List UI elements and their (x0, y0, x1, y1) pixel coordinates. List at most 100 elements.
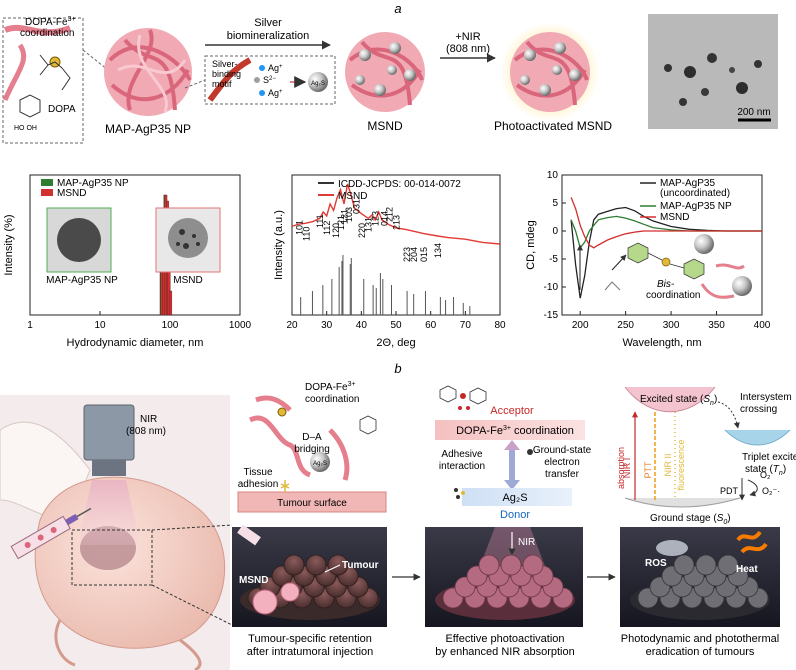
caption-3-line1: Photodynamic and photothermal (621, 633, 779, 645)
electron-transfer-mechanism: Acceptor DOPA-Fe3+ coordination Adhesive… (435, 385, 592, 521)
xrd-x-tick-label: 20 (286, 320, 298, 331)
gs-line3: transfer (545, 469, 580, 480)
msnd-cluster-icon (280, 582, 300, 602)
xrd-peak-label: 014 (379, 211, 389, 226)
acceptor-coord-label: DOPA-Fe3+ coordination (456, 425, 574, 437)
ag-ion-icon (259, 90, 265, 96)
dls-legend-swatch-np (41, 179, 53, 186)
transfer-arrow-down (504, 480, 520, 490)
arrow2-line2: (808 nm) (446, 43, 490, 55)
xrd-peak-label: 031 (352, 199, 362, 214)
ground-label: Ground stage (S0) (650, 513, 731, 526)
ag2s-small-label: Ag₂S (313, 461, 327, 467)
xrd-peak-label: 121 (339, 209, 349, 224)
arrow1-line2: biomineralization (227, 30, 310, 42)
mouse-tail (179, 638, 202, 670)
triplet-line2: state (Tn) (745, 464, 786, 477)
cd-legend-3: MSND (660, 212, 689, 223)
cd-x-tick-label: 350 (708, 320, 725, 331)
o2-conversion-arrow (747, 479, 758, 497)
caption-3-line2: eradication of tumours (646, 646, 755, 658)
msnd-label: MSND (367, 119, 403, 133)
xrd-x-tick-label: 70 (460, 320, 472, 331)
xrd-peak-label: 101 (294, 220, 304, 235)
ag2s-particle-icon (308, 72, 328, 92)
motif-line3: motif (212, 79, 232, 89)
nir-beam (78, 480, 140, 545)
adhesive-line1: Adhesive (441, 449, 483, 460)
tissue-line1: Tissue (243, 467, 273, 478)
fiber-strand (3, 24, 72, 36)
cd-legend-1b: (uncoordinated) (660, 188, 730, 199)
adhesion-spring-icon (280, 480, 290, 492)
adhesive-line2: interaction (439, 461, 485, 472)
donor-bar (462, 488, 572, 506)
cd-y-tick-label: 10 (547, 170, 559, 181)
zoom-line (151, 524, 233, 531)
excited-state-label: Excited state (Sn) (640, 394, 717, 407)
dopa-label: DOPA (48, 104, 76, 115)
mouse-body (34, 476, 226, 649)
xrd-x-tick-label: 30 (321, 320, 333, 331)
cd-x-tick-label: 250 (617, 320, 634, 331)
tumour-tag: Tumour (342, 560, 379, 571)
top-schematic: DOPA-Fe3+ coordination DOPA HO OH MAP-Ag… (2, 14, 778, 144)
tumour-panel-3: ROS Heat (620, 527, 780, 627)
ag-ion-icon (259, 65, 265, 71)
isc-line2: crossing (740, 404, 777, 415)
donor-label: Donor (500, 509, 530, 521)
ptt-label: PTT (643, 461, 653, 479)
tumour-panel-2: NIR (425, 527, 583, 627)
heat-tag: Heat (736, 564, 758, 575)
heat-flame-icon (736, 530, 768, 554)
ag2s-particle-icon (310, 452, 330, 472)
np-tem-particle (57, 218, 101, 262)
dls-inset-label-msnd: MSND (173, 275, 202, 286)
xrd-peak-label: 111 (315, 214, 325, 228)
xrd-peak-label: 131 (364, 217, 374, 232)
dopa-fe-line2: coordination (305, 394, 359, 405)
np-label: MAP-AgP35 NP (105, 122, 191, 136)
mouse-leg (54, 619, 76, 667)
motif-strand (207, 57, 252, 102)
cd-xlabel: Wavelength, nm (622, 337, 701, 349)
dls-xlabel: Hydrodynamic diameter, nm (67, 337, 204, 349)
tem-micrograph: 200 nm (648, 14, 778, 129)
xrd-legend-ref: ICDD-JCPDS: 00-014-0072 (338, 179, 461, 190)
dls-x-tick-label: 10 (94, 320, 106, 331)
dls-x-tick-label: 1000 (229, 320, 252, 331)
cd-x-tick-label: 300 (663, 320, 680, 331)
dls-plot-frame (29, 174, 241, 316)
map-agp35-np-icon (104, 28, 192, 116)
ground-state-well (624, 497, 741, 508)
dls-legend-msnd: MSND (57, 188, 86, 199)
ag2s-inset-label: Ag₂S (311, 81, 325, 87)
xrd-msnd-curve (291, 183, 501, 245)
xrd-ylabel: Intensity (a.u.) (273, 210, 285, 280)
cd-series-line (570, 197, 762, 249)
isc-arrow (717, 401, 740, 429)
benzene-ring-icon (19, 94, 41, 118)
tumour-nodule (695, 554, 717, 576)
zoom-line (184, 79, 206, 89)
acceptor-bar (435, 420, 585, 440)
ion-ag-1: Ag+ (268, 63, 283, 73)
ion-ag-2: Ag+ (268, 88, 283, 98)
caption-1-line2: after intratumoral injection (247, 646, 374, 658)
arrow2-line1: +NIR (455, 31, 480, 43)
ion-s: S2− (263, 75, 276, 85)
cd-y-tick-label: 0 (552, 226, 558, 237)
xrd-peak-label: 134 (433, 243, 443, 258)
cd-y-tick-label: -10 (544, 282, 559, 293)
dls-x-tick-label: 100 (162, 320, 179, 331)
inset-label-2: coordination (20, 28, 74, 39)
s-ion-icon (254, 77, 260, 83)
dls-ylabel: Intensity (%) (3, 214, 15, 275)
scalebar-label: 200 nm (737, 107, 770, 118)
catechol-structure-icon (439, 385, 487, 410)
acceptor-label: Acceptor (490, 405, 534, 417)
msnd-cluster-icon (252, 589, 278, 615)
excited-state-well (624, 386, 716, 413)
